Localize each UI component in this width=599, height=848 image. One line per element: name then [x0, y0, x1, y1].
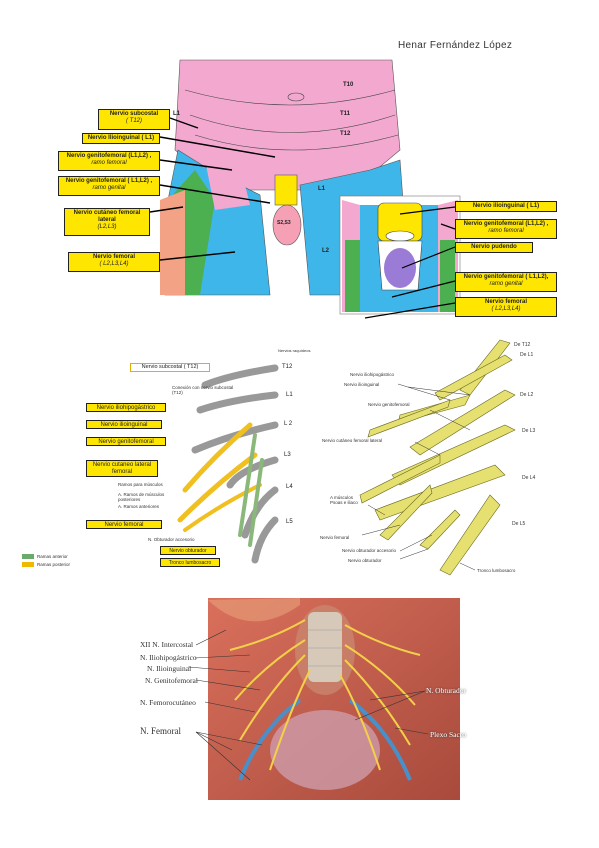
label-femoral: Nervio femoral	[320, 535, 350, 540]
segment-label: L1	[173, 111, 181, 117]
label-tronco-lumbosacro: Tronco lumbosacro	[477, 568, 516, 573]
small-label: N. Obturador accesorio	[148, 537, 195, 542]
label-obturador-accesorio: Nervio obturador accesorio	[342, 548, 397, 553]
label-ilioinguinal: N. Ilioinguinal	[147, 664, 192, 673]
label-ilioinguinal: Nervio ilioinguinal	[86, 420, 162, 429]
segment-label: T11	[340, 111, 351, 117]
author-name: Henar Fernández López	[398, 40, 513, 51]
legend-label: Ramas anterior	[37, 554, 68, 559]
label-ilioinguinal: Nervio ilioinguinal	[344, 382, 380, 387]
segment-label: S2,S3	[277, 220, 291, 226]
segment-label: De L3	[522, 428, 536, 434]
label-plexo-sacro: Plexo Sacro	[430, 730, 467, 739]
label-genitofemoral-femoral: Nervio genitofemoral (L1,L2) ,ramo femor…	[58, 151, 160, 171]
small-label: Conexión con nervio subcostal (T12)	[172, 385, 234, 395]
label-cutaneo-lateral: Nervio cutaneo lateral femoral	[86, 460, 158, 477]
label-obturador: N. Obturador	[426, 686, 466, 695]
label-cutaneo-femoral-lateral: Nervio cutáneo femoral lateral(L2,L3)	[64, 208, 150, 236]
label-obturador: Nervio obturador	[348, 558, 382, 563]
segment-label: L2	[322, 248, 330, 254]
label-iliohipogastrico: N. Iliohipogástrico	[140, 653, 197, 662]
label-nervio-subcostal: Nervio subcostal( T12)	[98, 109, 170, 130]
label-xii-intercostal: XII N. Intercostal	[140, 640, 194, 649]
segment-label: De T12	[514, 342, 531, 348]
segment-label: T10	[343, 82, 354, 88]
label-iliohipogastrico: Nervio iliohipogástrico	[350, 372, 395, 377]
label-subcostal: Nervio subcostal ( T12)	[130, 363, 210, 372]
label-femorocutaneo: N. Femorocutáneo	[140, 698, 196, 707]
legend-swatch-anterior	[22, 554, 34, 559]
label-genitofemoral: Nervio genitofemoral	[368, 402, 410, 407]
label-cutaneo-femoral-lateral: Nervio cutáneo femoral lateral	[322, 438, 383, 443]
segment-label: De L2	[520, 392, 534, 398]
label-tronco-lumbosacro: Tronco lumbosacro	[160, 558, 220, 567]
segment-label: L4	[286, 484, 293, 490]
label-inset-femoral: Nervio femoral( L2,L3,L4)	[455, 297, 557, 317]
segment-label: L1	[318, 186, 326, 192]
label-genitofemoral: N. Genitofemoral	[145, 676, 198, 685]
label-musculos-psoas: A músculos Psoas e iliaco	[330, 495, 358, 505]
label-inset-pudendo: Nervio pudendo	[455, 242, 533, 253]
dermatome-illustration	[149, 59, 461, 319]
label-obturador: Nervio obturador	[160, 546, 216, 555]
legend-swatch-posterior	[22, 562, 34, 567]
segment-label: L1	[286, 392, 293, 398]
label-nervio-femoral: Nervio femoral( L2,L3,L4)	[68, 252, 160, 272]
small-label: A. Ramos de músculos posteriores	[118, 492, 165, 502]
segment-label: De L4	[522, 475, 536, 481]
segment-label: T12	[282, 364, 293, 370]
label-femoral: Nervio femoral	[86, 520, 162, 529]
header-nervios-raquideos: Nervios raquídeos	[278, 348, 311, 353]
plexus-schema-drawing	[177, 364, 279, 564]
segment-label: L 2	[284, 421, 293, 427]
plexus-drawing	[359, 339, 516, 576]
label-inset-genitofemoral-femoral: Nervio genitofemoral (L1,L2) ,ramo femor…	[455, 219, 557, 239]
small-label: A. Ramos anteriores	[118, 504, 160, 509]
label-inset-genitofemoral-genital: Nervio genitofemoral ( L1,L2),ramo genit…	[455, 272, 557, 292]
segment-label: L3	[284, 452, 291, 458]
small-label: Ramos para músculos	[118, 482, 163, 487]
label-inset-ilioinguinal: Nervio ilioinguinal ( L1)	[455, 201, 557, 212]
legend-label: Ramas posterior	[37, 562, 71, 567]
label-nervio-ilioinguinal: Nervio Ilioinguinal ( L1)	[82, 133, 160, 144]
label-femoral: N. Femoral	[140, 726, 181, 736]
label-iliohipogastrico: Nervio iliohipogástrico	[86, 403, 166, 412]
label-genitofemoral: Nervio genitofemoral	[86, 437, 166, 446]
segment-label: De L1	[520, 352, 534, 358]
label-genitofemoral-genital: Nervio genitofemoral ( L1,L2) ,ramo geni…	[58, 176, 160, 196]
segment-label: L5	[286, 519, 293, 525]
segment-label: T12	[340, 131, 351, 137]
segment-label: De L5	[512, 521, 526, 527]
